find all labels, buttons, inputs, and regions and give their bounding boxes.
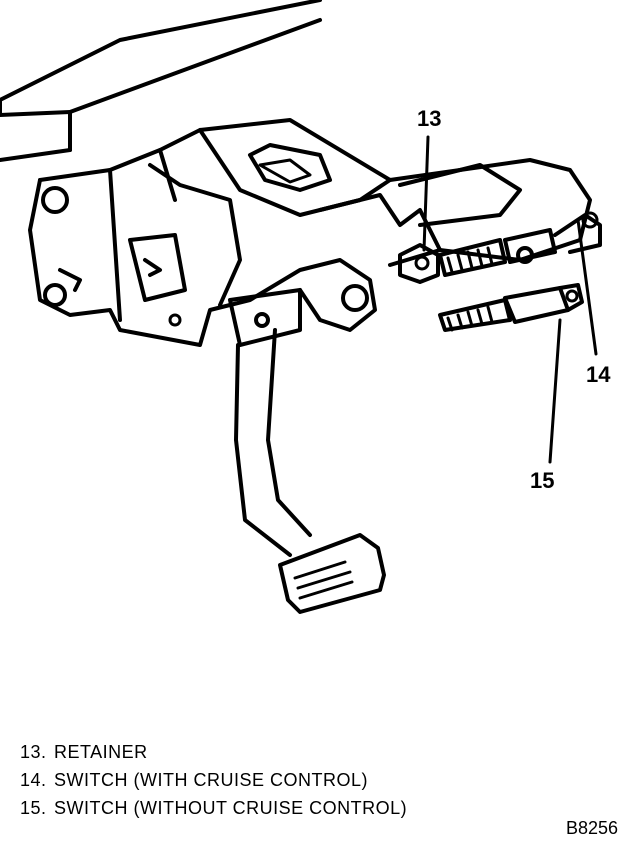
legend-item: 14. SWITCH (WITH CRUISE CONTROL)	[20, 766, 407, 794]
callout-14: 14	[586, 362, 611, 387]
leader-lines	[422, 135, 598, 464]
legend-number: 13.	[20, 742, 47, 762]
pedal-bracket	[28, 118, 599, 347]
legend-item: 15. SWITCH (WITHOUT CRUISE CONTROL)	[20, 794, 407, 822]
brake-pedal	[228, 288, 386, 614]
parts-legend: 13. RETAINER 14. SWITCH (WITH CRUISE CONTR…	[20, 738, 407, 822]
brake-pedal-diagram	[0, 0, 602, 614]
callout-13: 13	[417, 106, 442, 131]
callout-15: 15	[530, 468, 555, 493]
legend-number: 14.	[20, 770, 47, 790]
dash-panel	[0, 0, 322, 162]
switch-without-cruise	[438, 283, 584, 332]
legend-number: 15.	[20, 798, 47, 818]
retainer-part	[398, 243, 440, 284]
switch-with-cruise	[438, 213, 602, 277]
figure-id: B8256	[565, 818, 618, 838]
legend-item: 13. RETAINER	[20, 738, 407, 766]
legend-text: SWITCH (WITH CRUISE CONTROL)	[54, 770, 368, 790]
legend-text: RETAINER	[54, 742, 148, 762]
legend-text: SWITCH (WITHOUT CRUISE CONTROL)	[54, 798, 408, 818]
